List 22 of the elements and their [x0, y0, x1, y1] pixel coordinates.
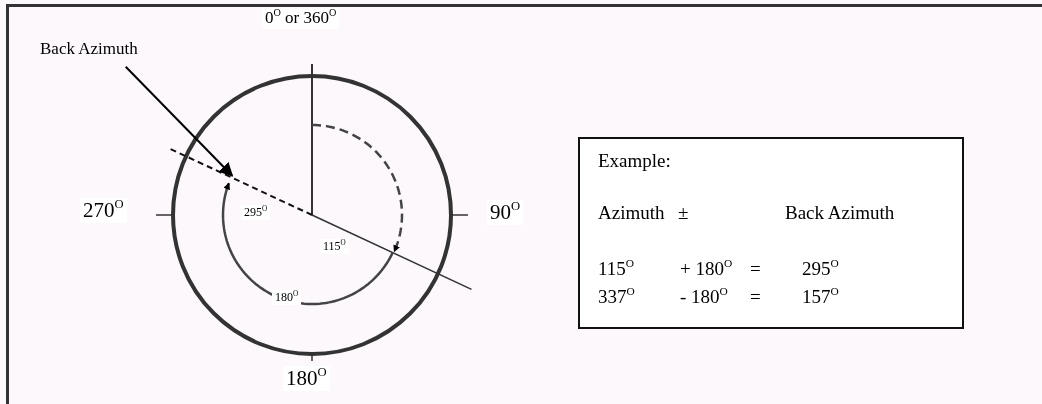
degree-label: 180$^{O}$ — [283, 366, 330, 392]
example-text: Example: — [598, 151, 671, 172]
example-text: Back Azimuth — [785, 203, 895, 224]
degree-label: 115$^{O}$ — [320, 239, 349, 255]
degree-label: 270$^{O}$ — [80, 198, 127, 224]
degree-label: 295$^{O}$ — [241, 205, 271, 221]
example-text: = — [750, 287, 761, 308]
example-text: = — [750, 259, 761, 280]
callout-text: Back Azimuth — [40, 40, 138, 67]
degree-label: 180$^{O}$ — [272, 290, 302, 306]
example-text: 295$^{O}$ — [802, 259, 839, 280]
degree-label: 0$^{O}$ or 360$^{O}$ — [262, 8, 340, 29]
leader-arrow — [124, 65, 234, 177]
example-text: ± — [678, 203, 689, 224]
example-text: Azimuth — [598, 203, 665, 224]
example-text: 337$^{O}$ — [598, 287, 635, 308]
example-text: + 180$^{O}$ — [680, 259, 733, 280]
example-text: 115$^{O}$ — [598, 259, 635, 280]
example-text: - 180$^{O}$ — [680, 287, 728, 308]
example-text: 157$^{O}$ — [802, 287, 839, 308]
degree-label: 90$^{O}$ — [487, 200, 524, 226]
example-box — [578, 137, 964, 329]
